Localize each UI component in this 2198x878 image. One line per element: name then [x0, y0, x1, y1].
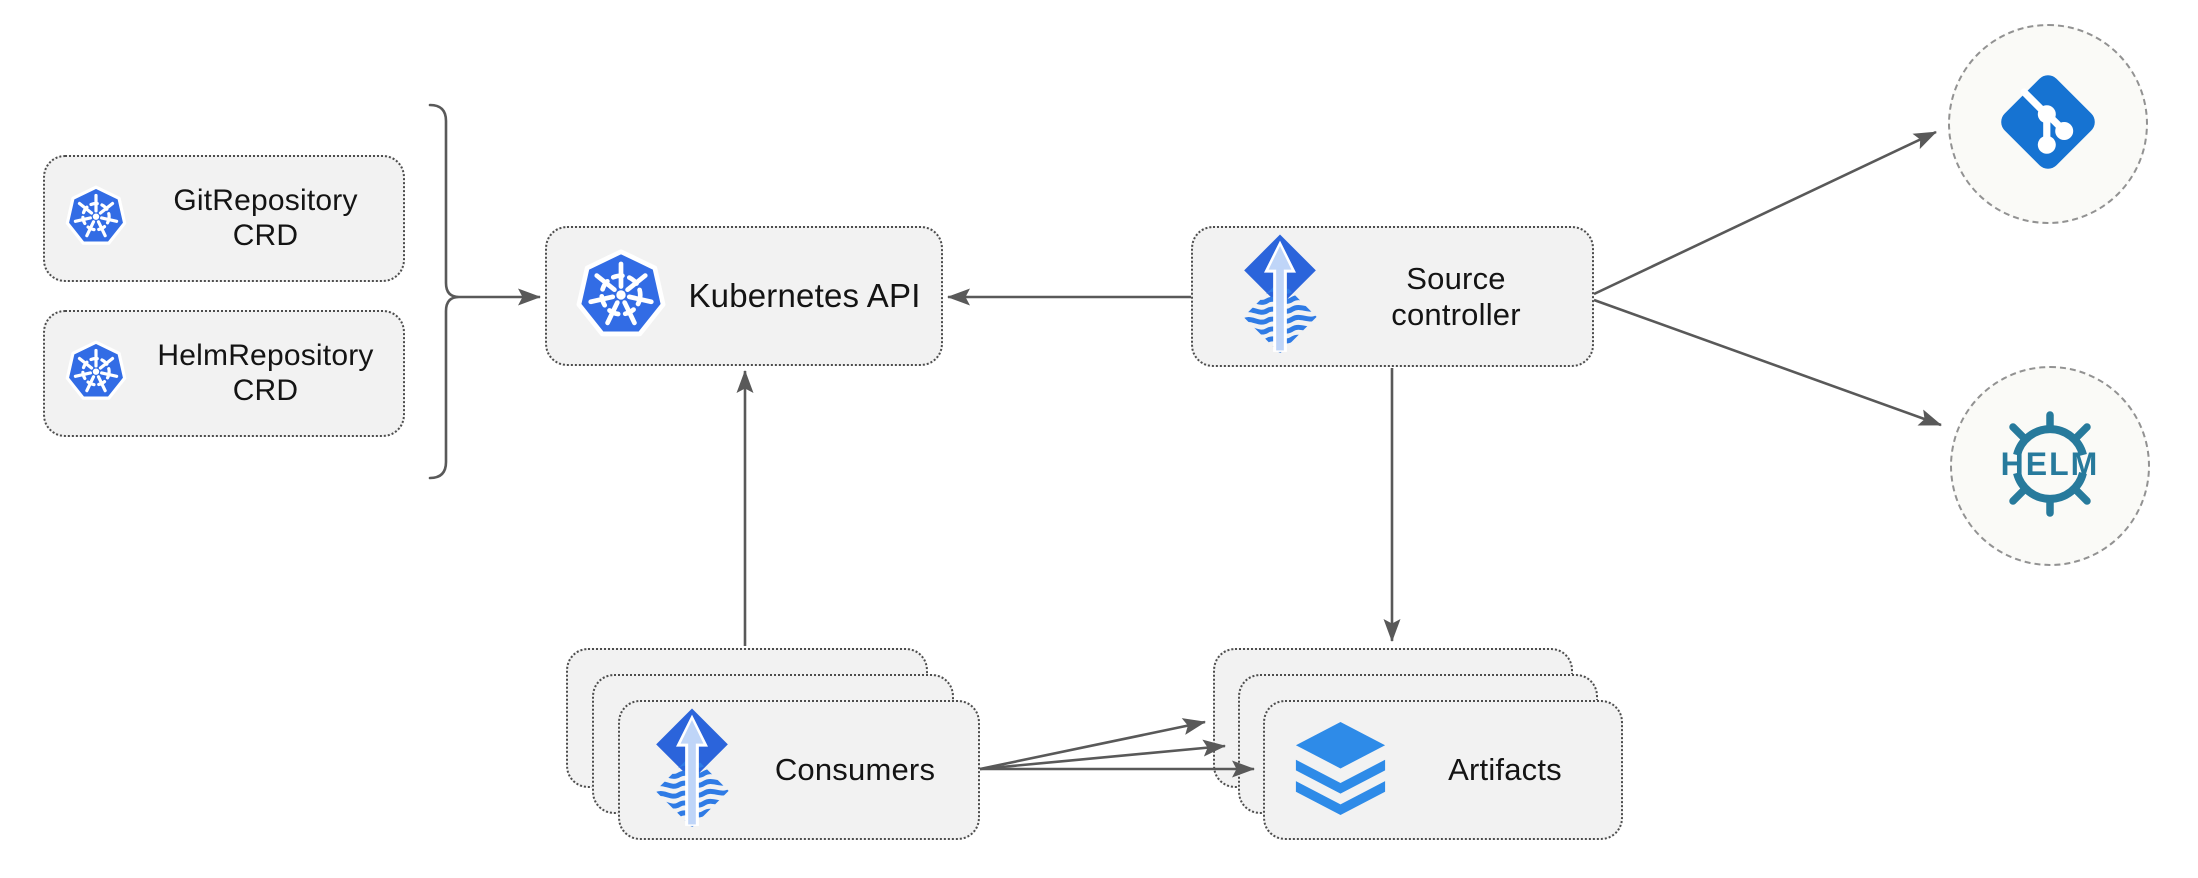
node-artifacts: Artifacts — [1263, 700, 1623, 840]
label-line: CRD — [232, 218, 299, 252]
node-gitrepository-crd: GitRepository CRD — [43, 155, 405, 282]
flux-icon — [652, 707, 732, 834]
node-label: Kubernetes API — [688, 276, 921, 314]
label-line: GitRepository — [173, 183, 358, 217]
node-helmrepository-crd: HelmRepository CRD — [43, 310, 405, 437]
label-line: CRD — [232, 373, 299, 407]
node-label: Consumers — [774, 752, 936, 788]
label-line: Source — [1406, 260, 1506, 296]
helm-wordmark: HELM — [2001, 446, 2100, 482]
edge-source-to-helm — [1593, 298, 1942, 427]
helm-icon: HELM — [1984, 408, 2116, 525]
label-line: controller — [1391, 296, 1521, 332]
node-label: GitRepository CRD — [128, 184, 403, 254]
git-icon — [1988, 62, 2108, 187]
node-label: HelmRepository CRD — [128, 339, 403, 409]
node-label: Artifacts — [1448, 752, 1562, 788]
node-label: Source controller — [1320, 261, 1592, 333]
label-line: HelmRepository — [157, 338, 374, 372]
endpoint-helm-remote: HELM — [1950, 366, 2150, 566]
endpoint-git-remote — [1948, 24, 2148, 224]
edge-consumers-to-artifacts-1 — [979, 718, 1206, 771]
node-source-controller: Source controller — [1191, 226, 1594, 367]
kubernetes-icon — [574, 247, 668, 346]
kubernetes-icon — [64, 184, 128, 253]
node-consumers: Consumers — [618, 700, 980, 840]
edge-source-to-git — [1593, 130, 1937, 296]
edge-consumers-to-artifacts-2 — [979, 739, 1226, 771]
node-kubernetes-api: Kubernetes API — [545, 226, 943, 366]
kubernetes-icon — [64, 339, 128, 408]
crd-group-brace — [428, 103, 460, 480]
flux-icon — [1240, 233, 1320, 360]
layers-icon — [1292, 720, 1389, 820]
